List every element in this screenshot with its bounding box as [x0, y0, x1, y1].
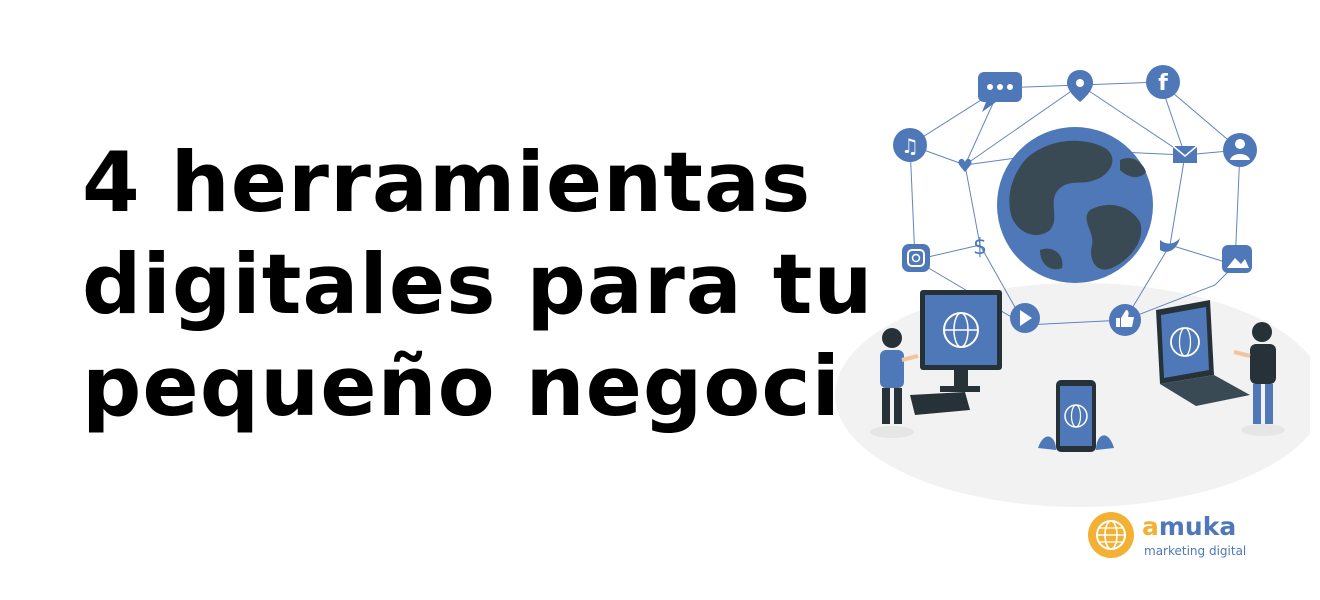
image-icon [1222, 245, 1252, 273]
instagram-icon [902, 244, 930, 272]
dollar-icon: $ [973, 235, 987, 260]
user-icon [1223, 133, 1257, 167]
svg-text:f: f [1158, 71, 1168, 96]
music-icon: ♫ [893, 128, 927, 162]
headline-line-1: 4 herramientas [82, 134, 812, 231]
twitter-icon [1160, 238, 1180, 252]
heart-icon: ♥ [957, 156, 973, 177]
desktop-monitor [910, 290, 1002, 415]
logo-word-rest: muka [1158, 512, 1237, 541]
logo-tagline: marketing digital [1144, 544, 1247, 558]
person-man [1233, 322, 1285, 436]
location-pin-icon [1067, 70, 1093, 102]
chat-icon [978, 72, 1022, 112]
facebook-icon: f [1146, 65, 1180, 99]
like-icon [1109, 304, 1141, 336]
svg-text:♥: ♥ [957, 156, 973, 177]
logo-accent-letter: a [1142, 512, 1159, 541]
person-woman [870, 328, 919, 438]
headline-line-3: pequeño negocio [82, 338, 899, 435]
headline: 4 herramientas digitales para tu pequeño… [82, 132, 899, 438]
amuka-logo: amuka marketing digital [1086, 508, 1266, 564]
headline-line-2: digitales para tu [82, 236, 874, 333]
play-icon [1010, 303, 1040, 333]
digital-network-illustration: f ♫ ♥ $ [835, 65, 1310, 507]
svg-text:$: $ [973, 235, 987, 260]
logo-wordmark: amuka [1142, 512, 1236, 541]
smartphone [1038, 380, 1114, 452]
logo-globe-icon [1088, 512, 1134, 558]
svg-text:♫: ♫ [901, 134, 919, 158]
globe [997, 127, 1153, 283]
laptop [1156, 300, 1250, 406]
mail-icon [1172, 145, 1198, 163]
